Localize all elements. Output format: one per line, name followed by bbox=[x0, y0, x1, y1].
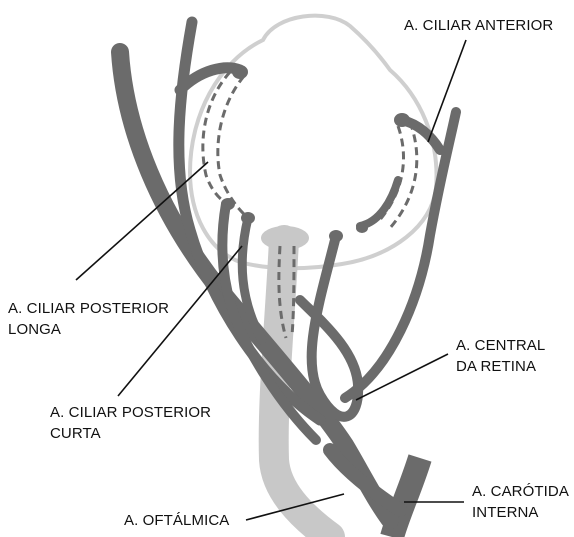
label-ciliar-posterior-curta: A. CILIAR POSTERIOR CURTA bbox=[50, 402, 211, 444]
label-carotida-interna: A. CARÓTIDA INTERNA bbox=[472, 481, 569, 523]
anterior-ciliary-end bbox=[394, 113, 410, 127]
label-ciliar-posterior-curta-line2: CURTA bbox=[50, 423, 211, 444]
label-ciliar-posterior-curta-line1: A. CILIAR POSTERIOR bbox=[50, 402, 211, 423]
leader-ciliar-anterior bbox=[428, 40, 466, 142]
label-ciliar-anterior-line1: A. CILIAR ANTERIOR bbox=[404, 15, 553, 36]
label-central-retina-line1: A. CENTRAL bbox=[456, 335, 545, 356]
label-ciliar-posterior-longa-line1: A. CILIAR POSTERIOR bbox=[8, 298, 169, 319]
label-central-retina: A. CENTRAL DA RETINA bbox=[456, 335, 545, 377]
label-ciliar-posterior-longa-line2: LONGA bbox=[8, 319, 169, 340]
central-retinal-end bbox=[329, 230, 343, 242]
label-carotida-interna-line2: INTERNA bbox=[472, 502, 569, 523]
label-ciliar-anterior: A. CILIAR ANTERIOR bbox=[404, 15, 553, 36]
label-oftalmica-line1: A. OFTÁLMICA bbox=[124, 510, 229, 531]
label-carotida-interna-line1: A. CARÓTIDA bbox=[472, 481, 569, 502]
ophthalmic-artery bbox=[330, 450, 400, 510]
label-oftalmica: A. OFTÁLMICA bbox=[124, 510, 229, 531]
lateral-ciliary-end bbox=[356, 223, 368, 233]
label-ciliar-posterior-longa: A. CILIAR POSTERIOR LONGA bbox=[8, 298, 169, 340]
long-ciliary-top-end bbox=[232, 65, 248, 79]
optic-disc bbox=[261, 226, 309, 250]
label-central-retina-line2: DA RETINA bbox=[456, 356, 545, 377]
